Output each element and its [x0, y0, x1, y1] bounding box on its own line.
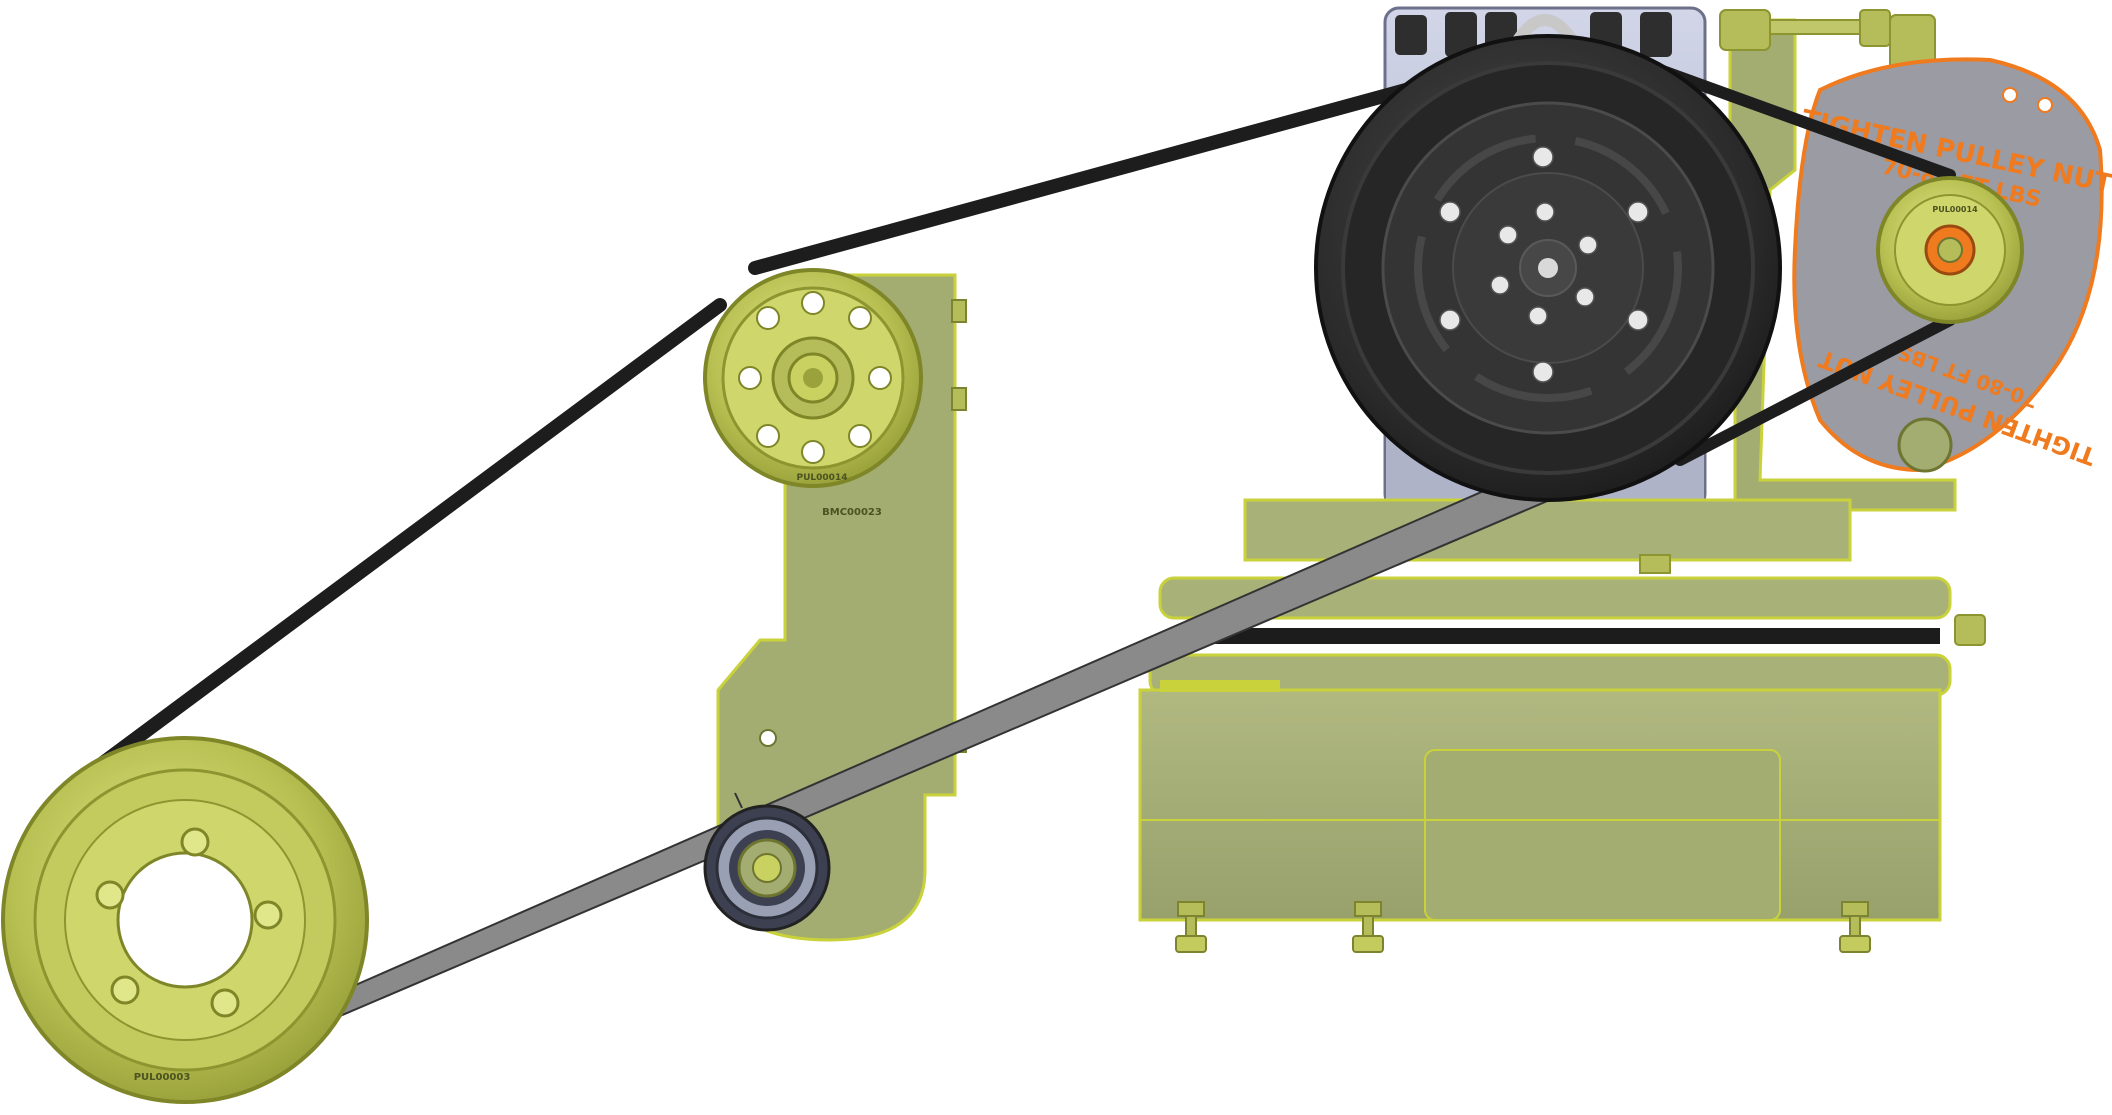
- upper-idler-pulley-icon: PUL00014: [703, 268, 923, 488]
- upper-idler-label: PUL00014: [797, 473, 848, 483]
- alternator-pulley-label: PUL00014: [1932, 205, 1978, 214]
- mounting-bolt-icon: [1839, 901, 1871, 953]
- mounting-bolt-icon: [1175, 901, 1207, 953]
- alternator-pulley-icon: PUL00014: [1876, 176, 2024, 324]
- crank-pulley-label: PUL00003: [134, 1072, 191, 1083]
- mounting-bolts: [1175, 901, 1871, 953]
- compressor-pulley-icon: [1314, 34, 1782, 502]
- compressor-mount-box: [1138, 498, 1986, 922]
- drive-belt-black: [73, 64, 1956, 787]
- crank-pulley-icon: PUL00003: [1, 736, 369, 1104]
- mounting-bolt-icon: [1352, 901, 1384, 953]
- small-idler-pulley-icon: [703, 804, 831, 932]
- idler-bracket-label: BMC00023: [822, 507, 882, 518]
